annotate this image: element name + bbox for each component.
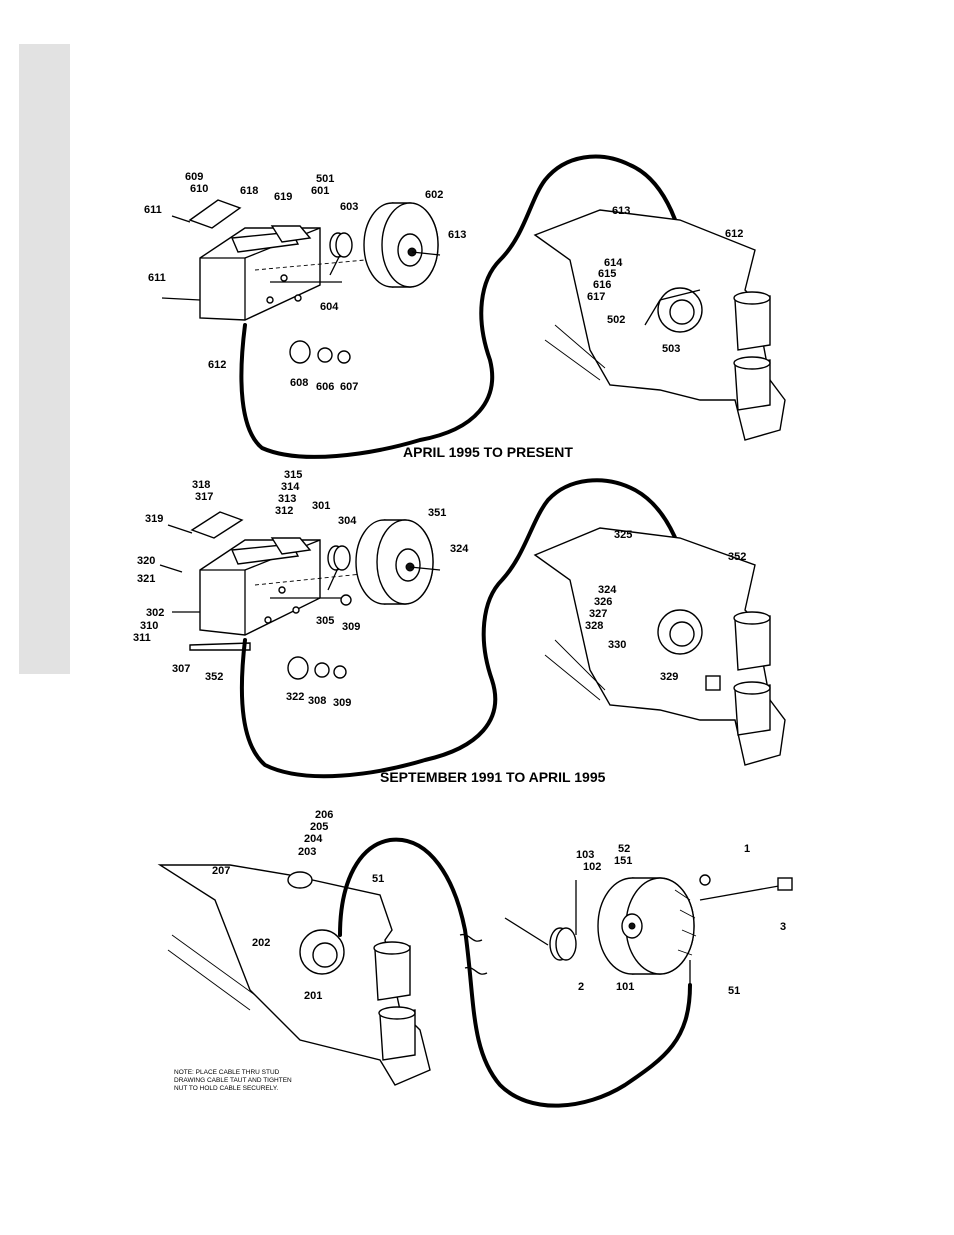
callout-label: 52 — [618, 843, 630, 855]
callout-label: 610 — [190, 183, 208, 195]
callout-label: 322 — [286, 691, 304, 703]
washer-608 — [289, 340, 311, 364]
callout-label: 315 — [284, 469, 302, 481]
callout-label: 324 — [598, 584, 617, 596]
callout-label: 203 — [298, 846, 316, 858]
callout-label: 205 — [310, 821, 328, 833]
callout-label: 606 — [316, 381, 334, 393]
callout-label: 308 — [308, 695, 326, 707]
callout-label: 101 — [616, 981, 634, 993]
callout-label: 351 — [428, 507, 446, 519]
callout-label: 320 — [137, 555, 155, 567]
callout-label: 611 — [148, 272, 166, 284]
cable-51 — [338, 837, 692, 1108]
callout-label: 615 — [598, 268, 616, 280]
callout-label: 304 — [338, 515, 357, 527]
callout-label: 103 — [576, 849, 594, 861]
reel-602 — [363, 202, 441, 288]
callout-label: 51 — [728, 985, 740, 997]
callout-label: 207 — [212, 865, 230, 877]
callout-label: 611 — [144, 204, 162, 216]
callout-label: 617 — [587, 291, 605, 303]
callout-label: 601 — [311, 185, 329, 197]
callout-label: 1 — [744, 843, 750, 855]
callout-label: 614 — [604, 257, 623, 269]
caption-april-1995: APRIL 1995 TO PRESENT — [403, 444, 573, 460]
callout-label: 612 — [725, 228, 743, 240]
callout-label: 314 — [281, 481, 300, 493]
page-side-bar — [19, 44, 70, 674]
section-april-1995: 609 610 618 619 501 601 602 603 613 611 … — [144, 154, 786, 460]
callout-label: 503 — [662, 343, 680, 355]
callout-label: 609 — [185, 171, 203, 183]
callout-label: 613 — [448, 229, 466, 241]
callout-label: 201 — [304, 990, 322, 1002]
section-earlier: 206 205 204 203 207 51 202 201 103 102 5… — [157, 809, 793, 1108]
cover-plate-1 — [188, 199, 242, 229]
note-line-2: DRAWING CABLE TAUT AND TIGHTEN — [174, 1077, 292, 1084]
reel-351 — [355, 519, 441, 605]
callout-label: 352 — [728, 551, 746, 563]
callout-label: 3 — [780, 921, 786, 933]
callout-label: 325 — [614, 529, 632, 541]
callout-label: 309 — [333, 697, 351, 709]
mounting-frame-2 — [533, 527, 786, 766]
callout-label: 616 — [593, 279, 611, 291]
spring-603 — [329, 232, 353, 276]
callout-label: 204 — [304, 833, 323, 845]
cable-612 — [239, 154, 692, 459]
callout-label: 151 — [614, 855, 632, 867]
caption-september-1991: SEPTEMBER 1991 TO APRIL 1995 — [380, 769, 606, 785]
control-box-2 — [199, 537, 321, 636]
callout-label: 307 — [172, 663, 190, 675]
callout-label: 206 — [315, 809, 333, 821]
callout-label: 501 — [316, 173, 334, 185]
callout-label: 317 — [195, 491, 213, 503]
mounting-frame-1 — [533, 209, 786, 441]
callout-label: 613 — [612, 205, 630, 217]
callout-label: 329 — [660, 671, 678, 683]
callout-label: 330 — [608, 639, 626, 651]
callout-label: 327 — [589, 608, 607, 620]
callout-label: 352 — [205, 671, 223, 683]
section-september-1991: 315 314 313 312 318 317 301 304 351 319 … — [133, 469, 786, 785]
callout-label: 309 — [342, 621, 360, 633]
callout-label: 321 — [137, 573, 155, 585]
callout-label: 102 — [583, 861, 601, 873]
callout-label: 2 — [578, 981, 584, 993]
callout-label: 612 — [208, 359, 226, 371]
callout-label: 51 — [372, 873, 384, 885]
callout-label: 326 — [594, 596, 612, 608]
callout-label: 502 — [607, 314, 625, 326]
callout-label: 319 — [145, 513, 163, 525]
mounting-frame-3 — [157, 864, 431, 1086]
callout-label: 310 — [140, 620, 158, 632]
callout-label: 202 — [252, 937, 270, 949]
callout-label: 301 — [312, 500, 330, 512]
note-line-1: NOTE: PLACE CABLE THRU STUD — [174, 1069, 280, 1076]
callout-label: 602 — [425, 189, 443, 201]
callout-label: 312 — [275, 505, 293, 517]
callout-label: 313 — [278, 493, 296, 505]
callout-label: 619 — [274, 191, 292, 203]
callout-label: 604 — [320, 301, 339, 313]
callout-label: 302 — [146, 607, 164, 619]
callout-label: 607 — [340, 381, 358, 393]
callout-label: 328 — [585, 620, 603, 632]
callout-label: 324 — [450, 543, 469, 555]
callout-label: 311 — [133, 632, 151, 644]
callout-label: 603 — [340, 201, 358, 213]
control-box-1 — [199, 225, 321, 321]
callout-label: 305 — [316, 615, 334, 627]
note-line-3: NUT TO HOLD CABLE SECURELY. — [174, 1085, 278, 1092]
callout-label: 318 — [192, 479, 210, 491]
reel-101 — [597, 877, 697, 975]
callout-label: 618 — [240, 185, 258, 197]
callout-label: 608 — [290, 377, 308, 389]
spring-2 — [504, 880, 577, 961]
